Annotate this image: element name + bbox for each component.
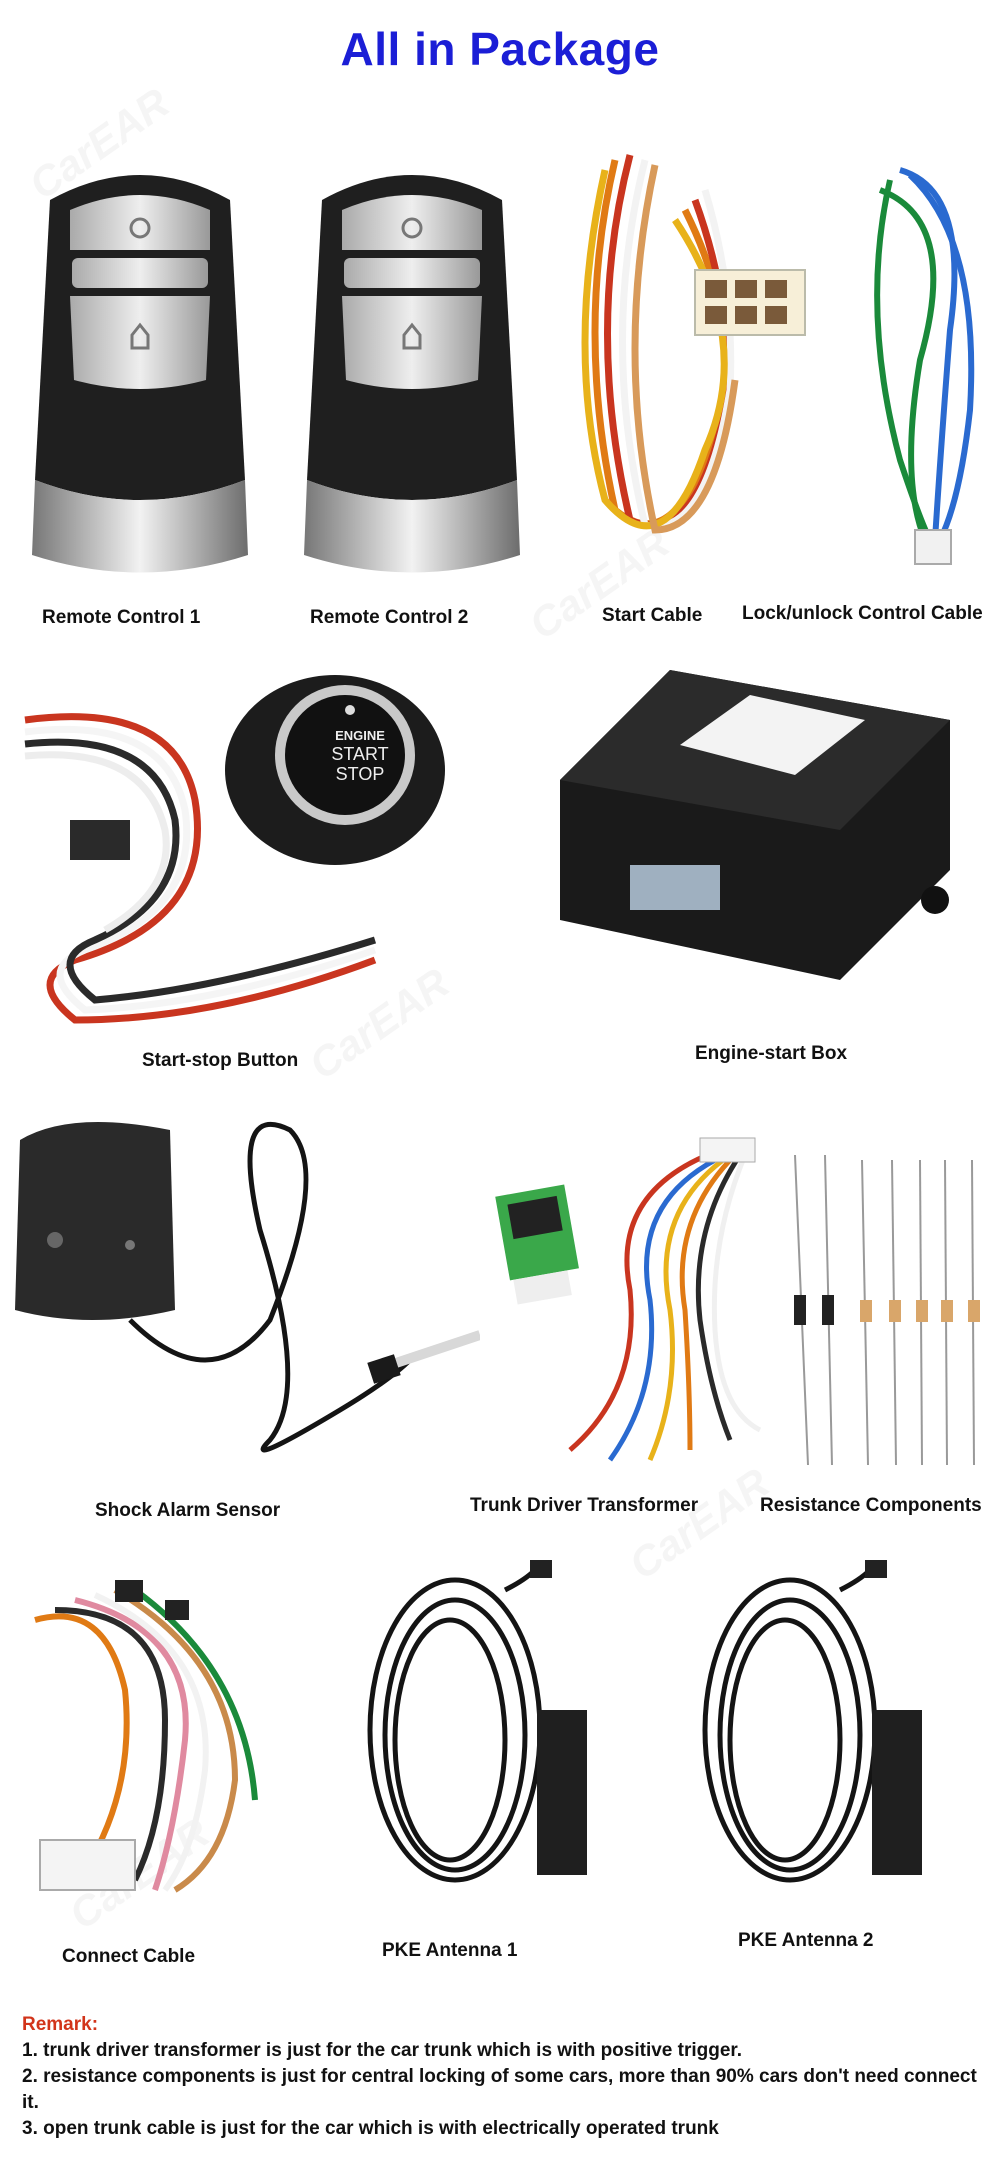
- page-title: All in Package: [340, 23, 660, 75]
- wire-harness-icon: [34, 1580, 258, 1893]
- lock-unlock-control-cable: [860, 160, 990, 580]
- remote-key-fob-icon: [304, 175, 520, 573]
- start-stop-button: ENGINE START STOP: [15, 660, 515, 1040]
- antenna-icon: [702, 1560, 922, 1883]
- pke-antenna-1: [355, 1560, 605, 1920]
- remote-control-2: [292, 160, 532, 580]
- caption-remote-control-2: Remote Control 2: [310, 607, 469, 628]
- wire-bundle-icon: [581, 154, 806, 534]
- caption-shock-alarm-sensor: Shock Alarm Sensor: [95, 1500, 281, 1521]
- caption-pke-antenna-2: PKE Antenna 2: [738, 1930, 874, 1951]
- caption-start-cable: Start Cable: [602, 605, 703, 626]
- remark-section: Remark: 1. trunk driver transformer is j…: [22, 2012, 982, 2142]
- remark-line-2: 2. resistance components is just for cen…: [22, 2066, 977, 2113]
- button-label-engine: ENGINE: [335, 728, 385, 743]
- caption-lock-unlock-cable: Lock/unlock Control Cable: [742, 603, 983, 624]
- antenna-icon: [367, 1560, 587, 1883]
- trunk-driver-transformer: [490, 1130, 770, 1470]
- remark-heading: Remark:: [22, 2014, 99, 2035]
- remote-key-fob-icon: [32, 175, 248, 573]
- caption-resistance-components: Resistance Components: [760, 1495, 982, 1516]
- pke-antenna-2: [690, 1560, 940, 1920]
- caption-pke-antenna-1: PKE Antenna 1: [382, 1940, 518, 1961]
- engine-start-box: [540, 650, 980, 1010]
- remote-control-1: [20, 160, 260, 580]
- caption-connect-cable: Connect Cable: [62, 1946, 196, 1967]
- connect-cable: [15, 1570, 275, 1920]
- caption-remote-control-1: Remote Control 1: [42, 607, 201, 628]
- relay-module-icon: [495, 1137, 762, 1462]
- remark-line-1: 1. trunk driver transformer is just for …: [22, 2040, 743, 2061]
- resistor-diode-icon: [794, 1154, 980, 1466]
- sensor-icon: [15, 1122, 480, 1453]
- button-label-start: START: [331, 744, 389, 764]
- caption-start-stop-button: Start-stop Button: [142, 1050, 299, 1071]
- remark-line-3: 3. open trunk cable is just for the car …: [22, 2118, 719, 2139]
- wire-bundle-icon: [874, 167, 975, 565]
- caption-trunk-driver-transformer: Trunk Driver Transformer: [470, 1495, 699, 1516]
- caption-engine-start-box: Engine-start Box: [695, 1043, 848, 1064]
- start-cable: [555, 130, 855, 580]
- shock-alarm-sensor: [10, 1110, 480, 1490]
- resistance-components: [780, 1145, 990, 1475]
- button-label-stop: STOP: [335, 764, 385, 784]
- control-box-icon: [560, 670, 950, 980]
- push-button-icon: [24, 675, 445, 1024]
